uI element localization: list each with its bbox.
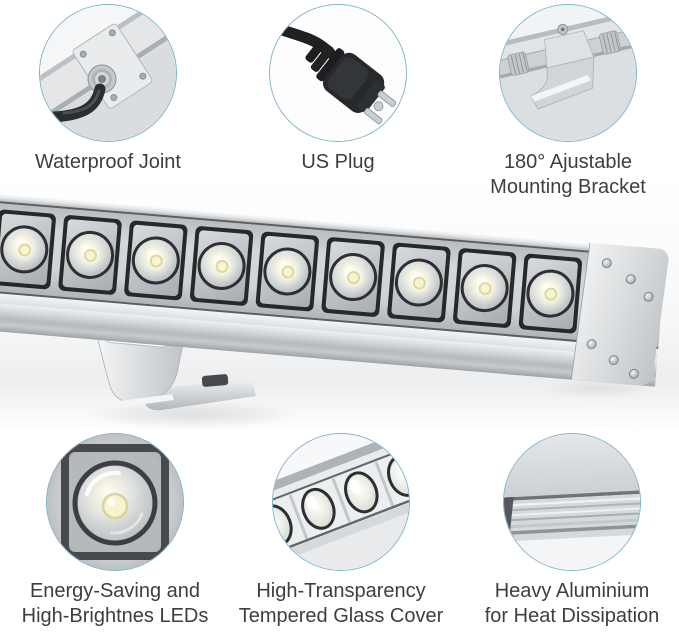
feature-caption: Energy-Saving and High-Brightnes LEDs: [0, 579, 240, 629]
led-module: [0, 209, 57, 290]
led-module: [123, 220, 188, 301]
led-module: [255, 231, 320, 312]
feature-waterproof-joint: Waterproof Joint: [0, 4, 233, 175]
feature-caption: Waterproof Joint: [0, 150, 233, 175]
glass-cover-photo: [272, 433, 410, 571]
glass-cover-icon: [273, 434, 409, 570]
led-closeup-photo: [46, 433, 184, 571]
led-module: [518, 253, 583, 334]
feature-caption: High-Transparency Tempered Glass Cover: [216, 579, 466, 629]
screw-icon: [628, 368, 640, 380]
led-module: [386, 242, 451, 323]
caption-line: Energy-Saving and: [29, 580, 201, 602]
led-lens-icon: [47, 434, 183, 570]
caption-line: 180° Ajustable: [503, 151, 633, 173]
mounting-bracket-icon: [500, 5, 636, 141]
us-plug-photo: [269, 4, 407, 142]
caption-line: US Plug: [301, 151, 375, 173]
bar-end-shadow: [536, 381, 660, 397]
screw-icon: [601, 257, 613, 269]
caption-line: Waterproof Joint: [35, 151, 181, 173]
aluminium-profile-icon: [504, 434, 640, 570]
screw-icon: [642, 291, 655, 303]
feature-caption: Heavy Aluminium for Heat Dissipation: [447, 579, 679, 629]
caption-line: High-Transparency: [256, 580, 426, 602]
waterproof-joint-photo: [39, 4, 177, 142]
caption-line: High-Brightnes LEDs: [21, 605, 209, 627]
feature-aluminium-housing: Heavy Aluminium for Heat Dissipation: [447, 433, 679, 629]
caption-line: for Heat Dissipation: [484, 605, 660, 627]
feature-mounting-bracket: 180° Ajustable Mounting Bracket: [443, 4, 679, 200]
caption-line: Tempered Glass Cover: [238, 605, 444, 627]
led-module: [321, 236, 386, 318]
screw-icon: [586, 338, 598, 350]
feature-us-plug: US Plug: [213, 4, 463, 175]
caption-line: Heavy Aluminium: [494, 580, 650, 602]
feature-caption: US Plug: [213, 150, 463, 175]
us-plug-icon: [270, 5, 406, 141]
feature-energy-saving-leds: Energy-Saving and High-Brightnes LEDs: [0, 433, 240, 629]
led-module: [189, 225, 254, 307]
caption-line: Mounting Bracket: [490, 176, 646, 198]
waterproof-joint-icon: [40, 5, 176, 141]
screw-icon: [625, 273, 637, 285]
screw-icon: [608, 354, 620, 366]
aluminium-housing-photo: [503, 433, 641, 571]
mounting-bracket-photo: [499, 4, 637, 142]
feature-tempered-glass: High-Transparency Tempered Glass Cover: [216, 433, 466, 629]
feature-caption: 180° Ajustable Mounting Bracket: [443, 150, 679, 200]
led-module: [57, 214, 123, 296]
led-module: [452, 247, 517, 329]
